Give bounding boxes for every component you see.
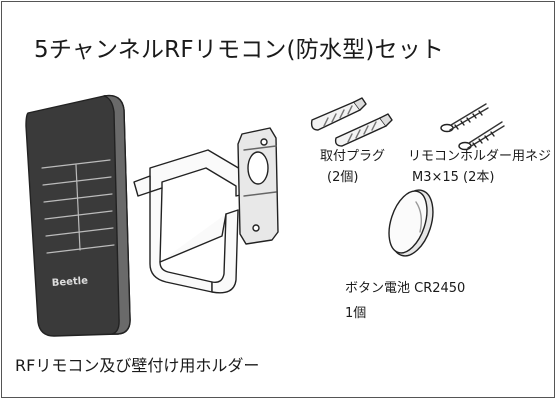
remote-logo: Beetle [51,275,88,289]
screw-spec: M3×15 (2本) [412,170,495,185]
page-title: 5チャンネルRFリモコン(防水型)セット [34,37,445,63]
anchor-qty: (2個) [327,170,359,185]
holder-backplate [237,127,279,245]
screws [440,103,505,151]
coin-battery [388,189,434,257]
screw-label: リモコンホルダー用ネジ [408,149,552,164]
wall-holder [133,149,253,294]
wall-anchors [310,97,393,147]
remote-control: Beetle [25,94,131,337]
battery-qty: 1個 [345,306,367,321]
anchor-label: 取付プラグ [320,149,386,164]
holder-caption: RFリモコン及び壁付け用ホルダー [15,356,260,375]
battery-label: ボタン電池 CR2450 [345,281,466,296]
